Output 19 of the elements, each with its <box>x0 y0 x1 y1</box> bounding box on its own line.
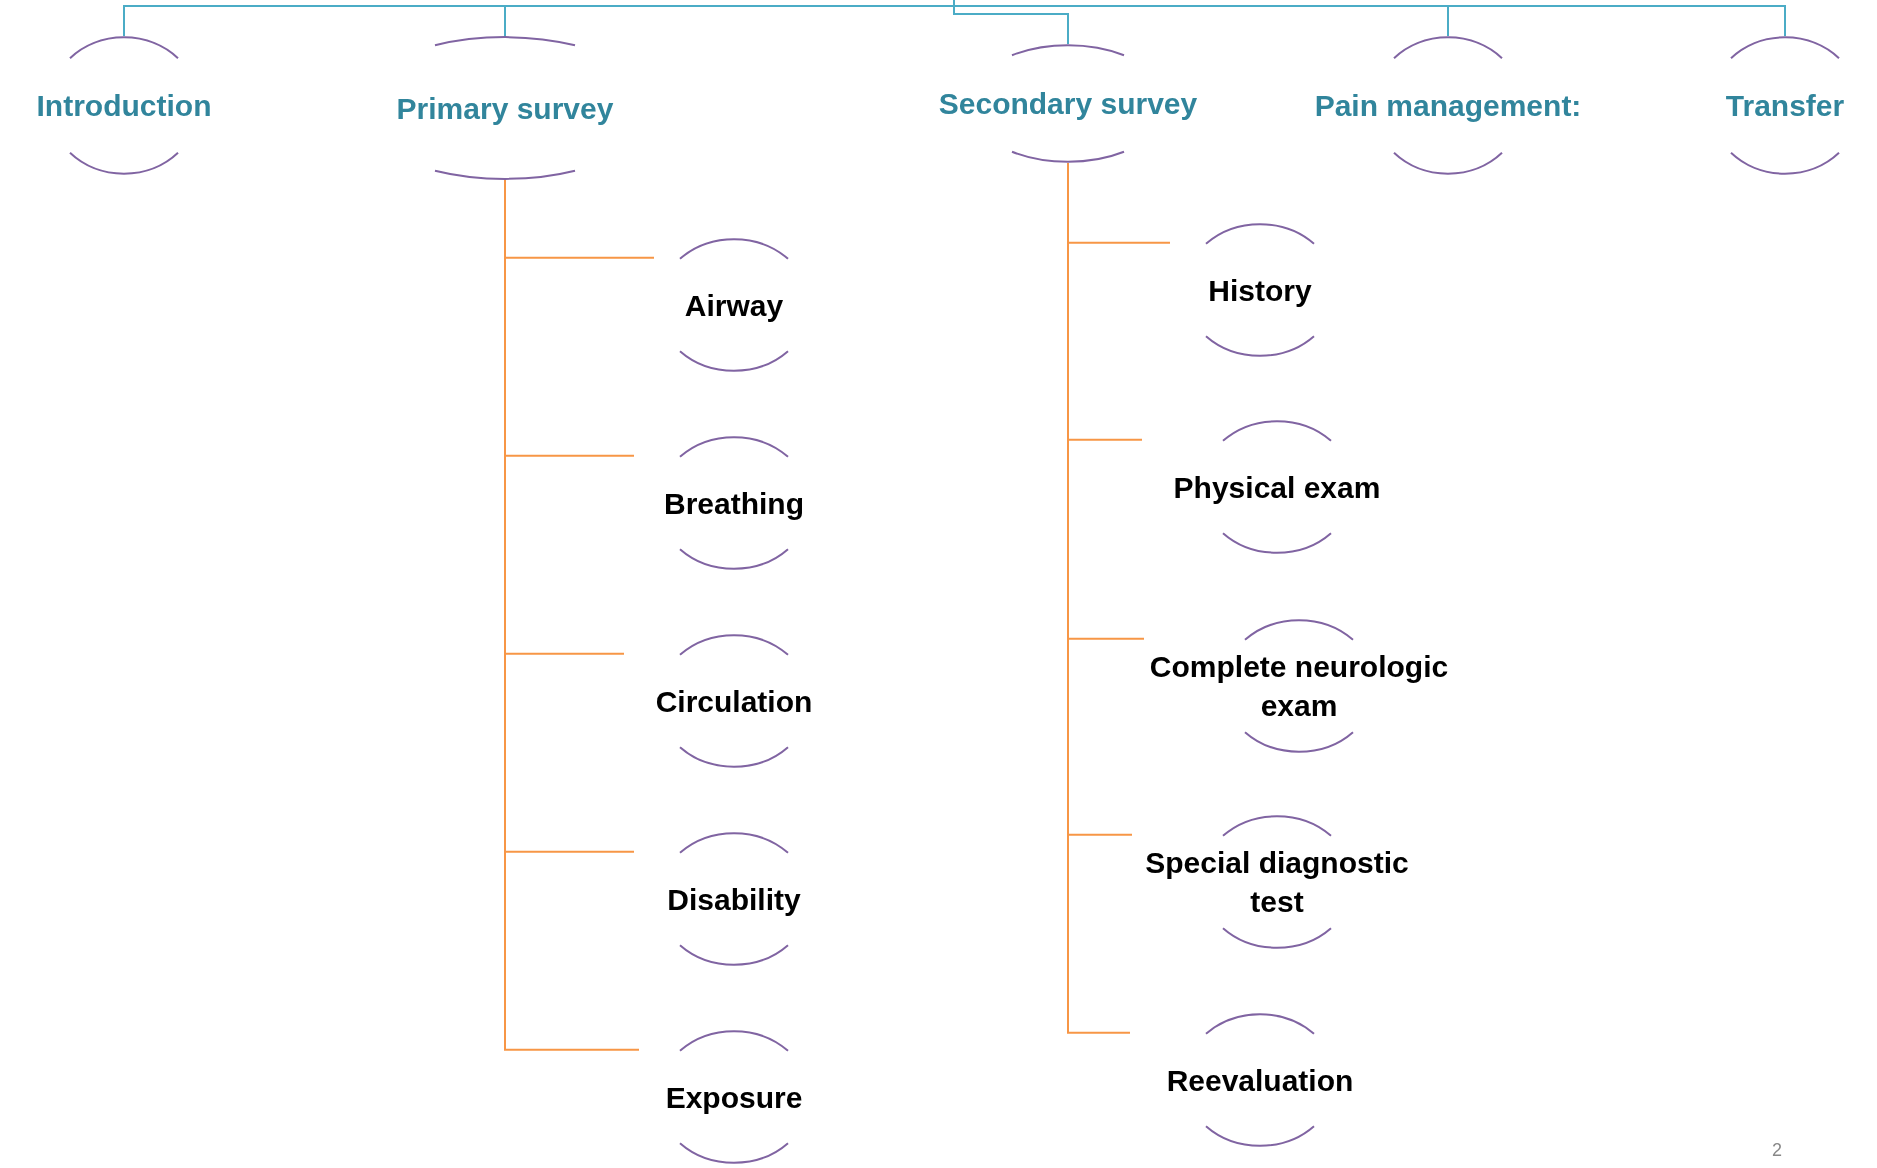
node-label: Physical exam <box>1173 469 1381 506</box>
node-label: Special diagnostic test <box>1144 845 1410 920</box>
node-label: History <box>1208 272 1312 309</box>
connector-line <box>504 179 640 1051</box>
node-label: Introduction <box>36 88 212 124</box>
node-label: Disability <box>667 881 801 918</box>
node-label: Pain management: <box>1314 88 1582 124</box>
node-label: Exposure <box>665 1079 803 1116</box>
connector-line <box>953 0 1786 37</box>
page-number: 2 <box>1772 1140 1782 1161</box>
node-label: Complete neurologic exam <box>1148 649 1450 724</box>
node-label: Breathing <box>664 485 804 522</box>
node-label: Circulation <box>655 683 813 720</box>
node-label: Secondary survey <box>938 86 1198 122</box>
node-label: Airway <box>684 287 784 324</box>
node-label: Reevaluation <box>1166 1062 1354 1099</box>
connector-line <box>1067 162 1131 1034</box>
node-label: Transfer <box>1725 88 1845 124</box>
node-label: Primary survey <box>396 90 614 127</box>
